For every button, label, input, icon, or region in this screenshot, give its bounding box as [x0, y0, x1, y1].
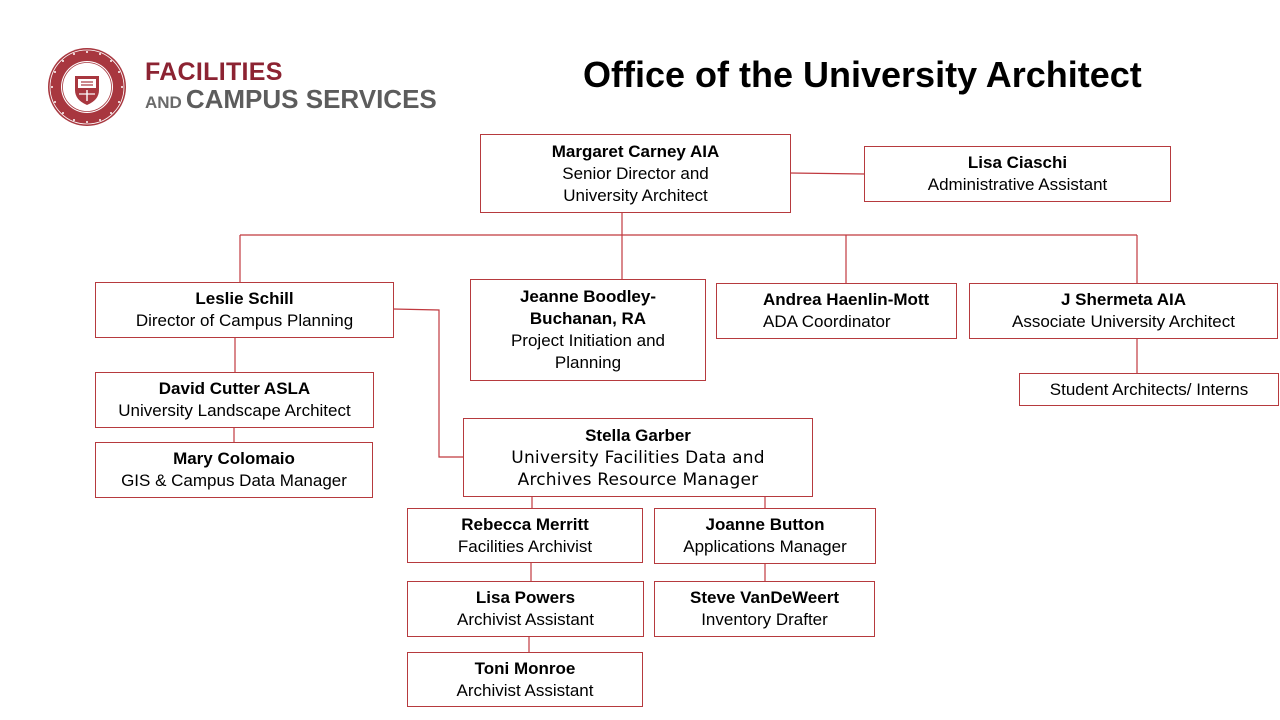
person-role: Associate University Architect — [1012, 312, 1235, 331]
person-name: Stella Garber — [585, 425, 691, 445]
connector-schill-garber — [392, 308, 463, 458]
org-box-j-shermeta: J Shermeta AIA Associate University Arch… — [969, 283, 1278, 339]
org-box-lisa-ciaschi: Lisa Ciaschi Administrative Assistant — [864, 146, 1171, 202]
org-box-mary-colomaio: Mary Colomaio GIS & Campus Data Manager — [95, 442, 373, 498]
person-name: Andrea Haenlin-Mott — [763, 290, 930, 309]
person-name: Lisa Powers — [475, 588, 576, 607]
person-role: Inventory Drafter — [701, 610, 828, 629]
person-role: Applications Manager — [683, 537, 847, 556]
org-box-toni-monroe: Toni Monroe Archivist Assistant — [407, 652, 643, 707]
person-role: Planning — [554, 353, 622, 372]
person-name: Mary Colomaio — [173, 449, 295, 468]
person-role: Project Initiation and — [510, 331, 666, 350]
person-role: Director of Campus Planning — [135, 311, 354, 330]
org-box-stella-garber: Stella Garber University Facilities Data… — [463, 418, 813, 497]
person-name: David Cutter ASLA — [158, 379, 311, 398]
person-role: Facilities Archivist — [457, 536, 593, 556]
person-name: Lisa Ciaschi — [967, 153, 1068, 172]
person-role: University Architect — [563, 185, 708, 205]
person-name: J Shermeta AIA — [1060, 290, 1187, 309]
org-box-steve-vandeweert: Steve VanDeWeert Inventory Drafter — [654, 581, 875, 637]
person-role: GIS & Campus Data Manager — [121, 471, 347, 490]
person-role: ADA Coordinator — [763, 312, 891, 331]
person-role: Archivist Assistant — [457, 610, 594, 629]
group-label: Student Architects/ Interns — [1049, 379, 1249, 399]
org-box-leslie-schill: Leslie Schill Director of Campus Plannin… — [95, 282, 394, 338]
person-name: Joanne Button — [705, 515, 825, 534]
person-name: Buchanan, RA — [529, 309, 647, 328]
person-role: University Facilities Data and — [511, 447, 765, 468]
person-role: Administrative Assistant — [927, 175, 1108, 194]
org-box-jeanne-boodley-buchanan: Jeanne Boodley- Buchanan, RA Project Ini… — [470, 279, 706, 381]
person-role: Senior Director and — [562, 163, 709, 183]
person-name: Toni Monroe — [474, 658, 576, 678]
cornell-seal-icon — [48, 48, 126, 126]
logo-line-facilities: FACILITIES — [145, 58, 283, 86]
org-box-andrea-haenlin-mott: Andrea Haenlin-Mott ADA Coordinator — [716, 283, 957, 339]
org-box-rebecca-merritt: Rebecca Merritt Facilities Archivist — [407, 508, 643, 563]
person-role: Archivist Assistant — [456, 680, 594, 700]
org-box-joanne-button: Joanne Button Applications Manager — [654, 508, 876, 564]
person-name: Margaret Carney AIA — [551, 141, 720, 161]
logo-and: AND — [145, 93, 182, 112]
person-name: Rebecca Merritt — [461, 514, 589, 534]
logo-campus-services: CAMPUS SERVICES — [185, 84, 437, 114]
person-role: Archives Resource Manager — [517, 469, 759, 490]
connector-carney-ciaschi — [789, 172, 866, 175]
person-name: Jeanne Boodley- — [519, 287, 657, 306]
org-box-david-cutter: David Cutter ASLA University Landscape A… — [95, 372, 374, 428]
org-box-lisa-powers: Lisa Powers Archivist Assistant — [407, 581, 644, 637]
org-box-student-architects: Student Architects/ Interns — [1019, 373, 1279, 406]
org-box-margaret-carney: Margaret Carney AIA Senior Director and … — [480, 134, 791, 213]
person-role: University Landscape Architect — [118, 401, 351, 420]
person-name: Steve VanDeWeert — [690, 588, 839, 607]
page-title: Office of the University Architect — [583, 54, 1142, 95]
person-name: Leslie Schill — [195, 289, 294, 308]
